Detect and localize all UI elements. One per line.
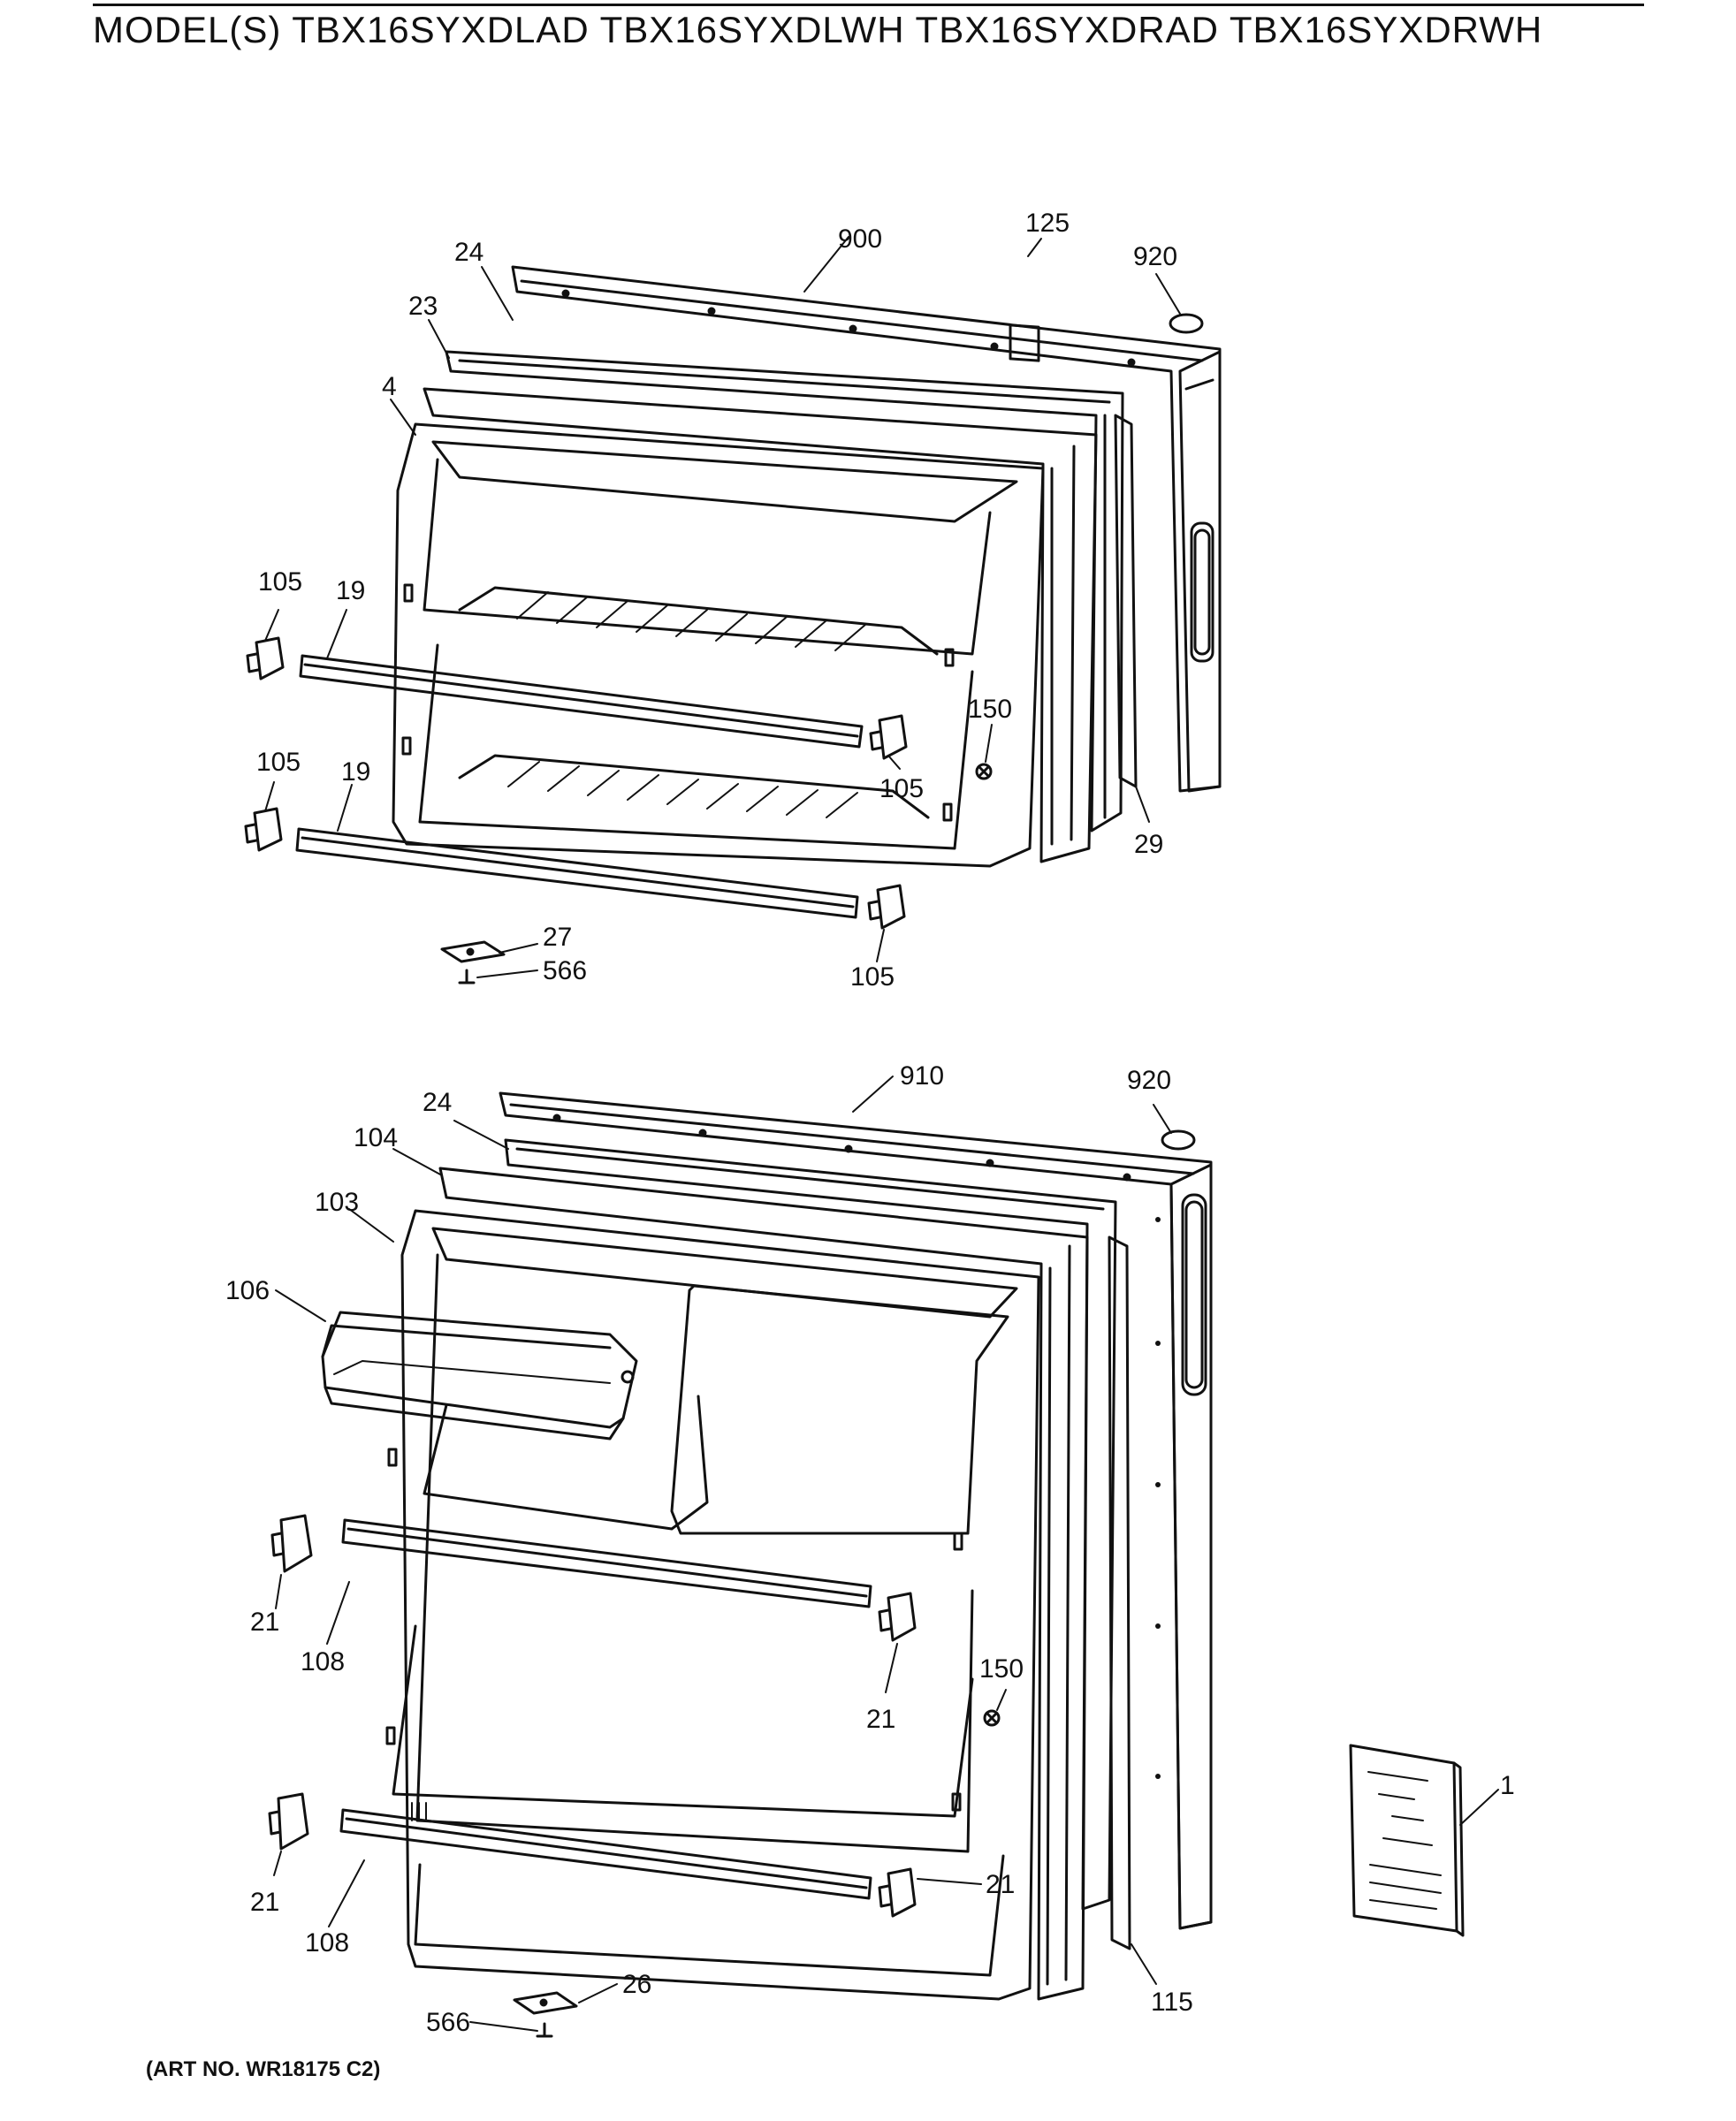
callout-24-freezer: 24	[454, 238, 483, 267]
fresh-food-hinge-26	[513, 1991, 578, 2015]
callout-19-b: 19	[341, 757, 370, 787]
callout-150-fresh-food: 150	[979, 1654, 1024, 1684]
fresh-food-door-panel	[438, 1167, 1089, 2001]
fresh-food-screw-150	[983, 1709, 1001, 1727]
callout-115: 115	[1151, 1988, 1193, 2017]
freezer-hinge-27	[440, 940, 506, 963]
freezer-door-gasket	[445, 350, 1124, 832]
fresh-food-door-shelf-lower	[339, 1808, 872, 1900]
callout-106: 106	[225, 1276, 270, 1305]
fresh-food-hinge-screw-566	[536, 2022, 553, 2038]
page-title: MODEL(S) TBX16SYXDLAD TBX16SYXDLWH TBX16…	[93, 9, 1543, 50]
freezer-door-frame	[511, 265, 1222, 793]
fresh-food-shelf-cap-upper-left	[270, 1514, 313, 1573]
fresh-food-door-assembly: 910 920 24 104 103 106 21 108 21 150 21 …	[225, 1061, 1515, 2038]
freezer-door-shelf-lower	[295, 827, 859, 919]
callout-566-freezer: 566	[543, 956, 587, 985]
freezer-side-strip	[1114, 414, 1138, 788]
callout-26: 26	[622, 1970, 651, 1999]
callout-105-b: 105	[879, 774, 924, 803]
callout-566-fresh-food: 566	[426, 2008, 470, 2037]
fresh-food-door-liner	[385, 1209, 1040, 2001]
callout-1: 1	[1500, 1771, 1515, 1800]
callout-24-fresh-food: 24	[423, 1088, 452, 1117]
freezer-square-pad	[1009, 323, 1040, 362]
fresh-food-leader-lines	[273, 1076, 1499, 2032]
callout-150-freezer: 150	[968, 695, 1012, 724]
fresh-food-door-frame	[499, 1091, 1213, 1930]
callout-920-freezer: 920	[1133, 242, 1177, 271]
callout-29: 29	[1134, 830, 1163, 859]
freezer-leader-lines	[264, 236, 1181, 978]
callout-920-fresh-food: 920	[1127, 1066, 1171, 1095]
freezer-door-shelf-upper	[299, 654, 864, 749]
use-and-care-booklet	[1349, 1744, 1465, 1937]
callout-103: 103	[315, 1188, 359, 1217]
callout-104: 104	[354, 1123, 398, 1152]
callout-105-d: 105	[850, 962, 895, 992]
callout-105-c: 105	[256, 748, 301, 777]
callout-19-a: 19	[336, 576, 365, 605]
callout-125: 125	[1025, 209, 1070, 238]
fresh-food-door-shelf-upper	[341, 1518, 872, 1608]
callout-21-d: 21	[986, 1870, 1015, 1899]
callout-910: 910	[900, 1061, 944, 1091]
fresh-food-shelf-cap-lower-left	[268, 1792, 309, 1851]
freezer-door-assembly: 900 125 920 24 23 4 105 19 105 150 29 10…	[244, 209, 1222, 992]
top-rule	[93, 4, 1644, 6]
callout-21-b: 21	[866, 1705, 895, 1734]
fresh-food-shelf-cap-lower-right	[878, 1867, 917, 1918]
freezer-plug	[1169, 313, 1204, 334]
freezer-hinge-screw-566	[458, 969, 476, 984]
callout-108-b: 108	[305, 1928, 349, 1958]
fresh-food-dairy-bin	[321, 1311, 638, 1441]
callout-900: 900	[838, 224, 882, 254]
fresh-food-plug	[1161, 1129, 1196, 1151]
callout-4: 4	[382, 372, 397, 401]
callout-27: 27	[543, 923, 572, 952]
freezer-shelf-cap-lower-left	[244, 807, 283, 852]
freezer-shelf-cap-lower-right	[867, 884, 906, 930]
freezer-shelf-cap-upper-right	[869, 714, 908, 760]
fresh-food-side-strip	[1108, 1235, 1131, 1950]
callout-105-a: 105	[258, 567, 302, 597]
freezer-door-panel	[423, 387, 1098, 863]
freezer-shelf-cap-upper-left	[246, 636, 285, 680]
fresh-food-shelf-cap-upper-right	[878, 1592, 917, 1642]
fresh-food-door-gasket	[504, 1138, 1117, 1911]
freezer-screw-150	[975, 763, 993, 780]
callout-21-c: 21	[250, 1888, 279, 1917]
callout-23: 23	[408, 292, 438, 321]
art-number: (ART NO. WR18175 C2)	[146, 2057, 381, 2081]
callout-21-a: 21	[250, 1608, 279, 1637]
callout-108-a: 108	[301, 1647, 345, 1676]
freezer-door-liner	[392, 422, 1045, 868]
